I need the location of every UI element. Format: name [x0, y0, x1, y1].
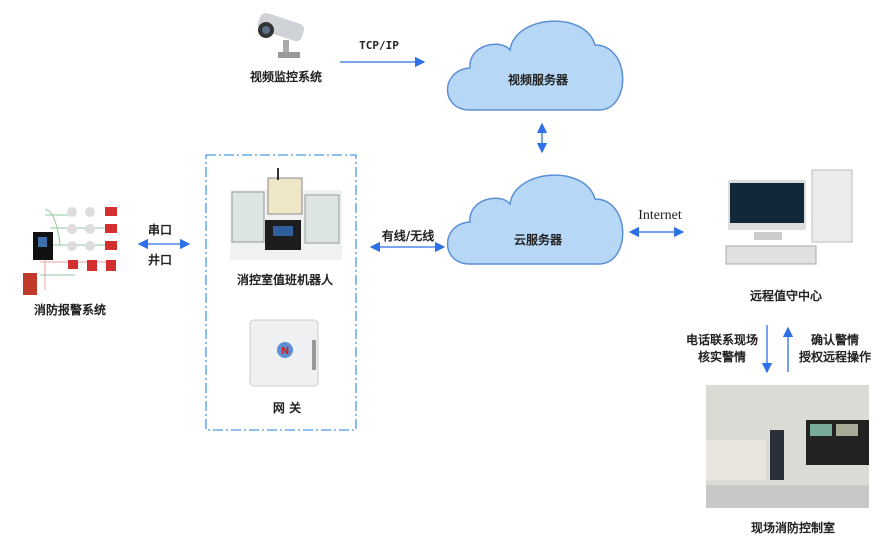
phone-line-1: 电话联系现场	[685, 333, 759, 347]
fire-alarm-label: 消防报警系统	[33, 303, 107, 317]
confirm-line-2: 授权远程操作	[798, 350, 872, 364]
phone-verify-label: 电话联系现场 核实警情	[686, 332, 758, 366]
gateway-device-photo: N	[249, 319, 319, 387]
wired-wireless-label: 有线/无线	[381, 229, 435, 243]
tcp-ip-label: TCP/IP	[359, 39, 399, 52]
video-server-label: 视频服务器	[507, 73, 569, 87]
internet-label: Internet	[638, 208, 682, 223]
parallel-label: 井口	[147, 253, 173, 267]
serial-label: 串口	[147, 223, 173, 237]
phone-line-2: 核实警情	[697, 350, 747, 364]
security-camera-icon	[257, 12, 305, 58]
confirm-line-1: 确认警情	[810, 333, 860, 347]
robot-device-photo	[230, 168, 342, 260]
control-room-photo	[706, 385, 869, 508]
video-surveillance-label: 视频监控系统	[249, 70, 323, 84]
robot-gateway-group-box	[205, 154, 357, 431]
fire-alarm-system-diagram	[23, 207, 117, 295]
confirm-authorize-label: 确认警情 授权远程操作	[799, 332, 871, 366]
video-server-cloud	[446, 20, 624, 111]
desktop-computer-icon	[725, 169, 853, 265]
cloud-server-cloud	[446, 174, 624, 265]
control-room-label: 现场消防控制室	[750, 521, 836, 535]
cloud-server-label: 云服务器	[513, 233, 563, 247]
remote-center-label: 远程值守中心	[749, 289, 823, 303]
svg-text:N: N	[281, 346, 289, 357]
gateway-label: 网 关	[272, 401, 302, 415]
robot-label: 消控室值班机器人	[236, 273, 334, 287]
